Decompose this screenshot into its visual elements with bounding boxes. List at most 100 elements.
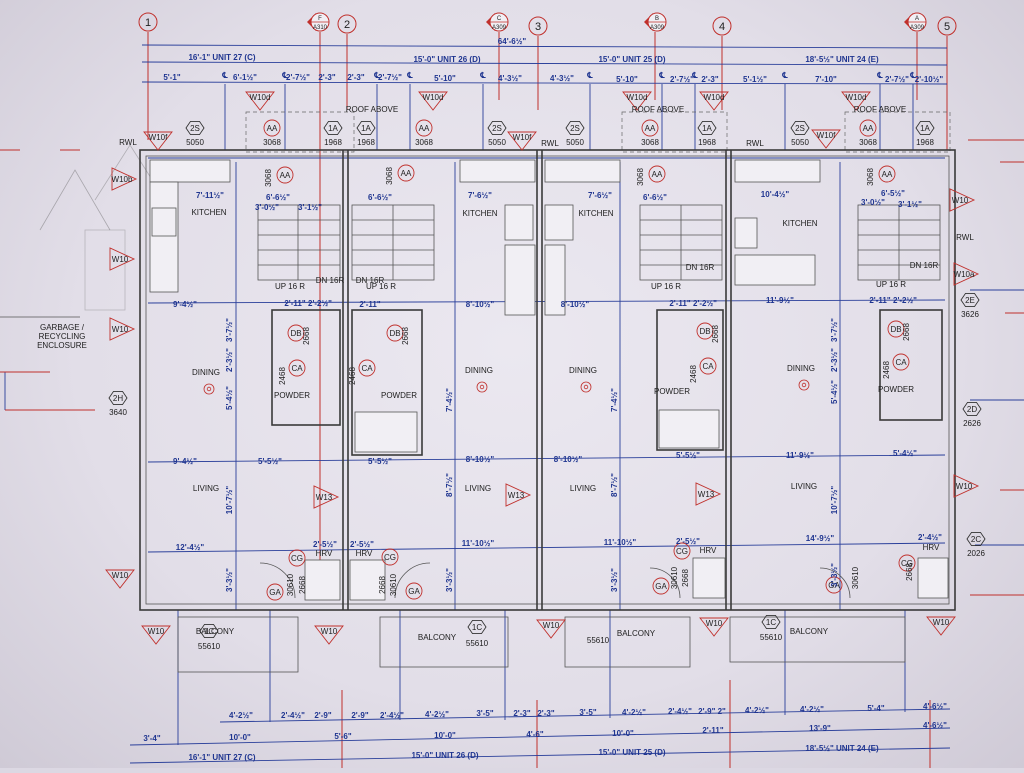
centerline-mark: ℄ bbox=[781, 71, 788, 80]
window-tag: W10 bbox=[953, 474, 980, 498]
room-label-powder: POWDER bbox=[274, 391, 310, 400]
window-tag-label: W10d bbox=[627, 93, 648, 102]
interior-dimension: 11'-10½" bbox=[604, 538, 637, 547]
window-tag: W10 bbox=[926, 616, 956, 636]
sub-dimension: 2'-11" bbox=[702, 726, 723, 735]
door-type-tag: DB bbox=[386, 324, 404, 342]
tag-code: AA bbox=[280, 171, 291, 180]
rain-water-leader-label: RWL bbox=[956, 233, 974, 242]
room-label-kitchen: KITCHEN bbox=[191, 208, 226, 217]
room-label-dining: DINING bbox=[465, 366, 493, 375]
interior-dimension: 10'-4½" bbox=[761, 190, 790, 199]
interior-dimension: 9'-4½" bbox=[173, 300, 197, 309]
garbage-enclosure-label: ENCLOSURE bbox=[37, 341, 87, 350]
room-label-living: LIVING bbox=[193, 484, 219, 493]
interior-dimension: 2'-11" bbox=[359, 300, 380, 309]
grid-bubble-label: 1 bbox=[145, 17, 151, 29]
interior-dimension: 5'-5½" bbox=[368, 457, 392, 466]
ceiling-light-icon bbox=[580, 381, 592, 393]
sub-dimension: 2'-9" bbox=[314, 711, 331, 720]
window-type-tag: 2S bbox=[790, 120, 810, 136]
tag-code: 2D bbox=[967, 405, 977, 414]
kitchen-counter bbox=[459, 159, 536, 183]
door-size: 3068 bbox=[264, 169, 273, 187]
tag-code: 1A bbox=[328, 124, 338, 133]
stair-up-label: UP 16 R bbox=[366, 282, 396, 291]
ceiling-light-icon bbox=[206, 386, 212, 392]
room-label-balcony: BALCONY bbox=[617, 629, 656, 638]
room-label-balcony: BALCONY bbox=[196, 627, 235, 636]
window-tag: W13 bbox=[695, 482, 722, 506]
tag-size: 1968 bbox=[698, 138, 716, 147]
door-size: 2668 bbox=[298, 576, 307, 594]
interior-dimension: 2'-11" bbox=[869, 296, 890, 305]
grid-bubble-label: 2 bbox=[344, 19, 350, 31]
door-size: 3068 bbox=[866, 168, 875, 186]
sub-dimension: 5'-10" bbox=[616, 75, 638, 84]
sub-dimension: 4'-2½" bbox=[425, 710, 449, 719]
grid-bubble-label: 4 bbox=[719, 21, 725, 33]
window-tag-label: W10b bbox=[112, 175, 133, 184]
interior-dimension: 8'-10½" bbox=[561, 300, 590, 309]
window-type-tag: 2C bbox=[966, 531, 986, 547]
section-sheet: A309 bbox=[492, 25, 507, 31]
sub-dimension: 4'-6" bbox=[526, 730, 543, 739]
door-type-tag: CA bbox=[699, 357, 717, 375]
sub-dimension: 5'-10" bbox=[434, 74, 456, 83]
door-type-tag: GA bbox=[266, 583, 284, 601]
interior-dimension: 8'-7½" bbox=[610, 473, 619, 497]
interior-dimension: 2'-3½" bbox=[225, 348, 234, 372]
unit-width-dimension: 16'-1" UNIT 27 (C) bbox=[188, 53, 255, 62]
unit-width-dimension: 18'-5½" UNIT 24 (E) bbox=[805, 55, 879, 64]
tag-code: CA bbox=[291, 364, 303, 373]
sub-dimension: 2'-7½" bbox=[670, 75, 694, 84]
door-type-tag: CG bbox=[381, 548, 399, 566]
interior-dimension: 3'-0½" bbox=[861, 198, 885, 207]
unit-width-dimension: 15'-0" UNIT 26 (D) bbox=[411, 751, 478, 760]
window-tag-label: W10 bbox=[112, 325, 129, 334]
interior-dimension: 2'-5½" bbox=[313, 540, 337, 549]
tag-code: AA bbox=[652, 170, 663, 179]
sub-dimension: 4'-2½" bbox=[800, 705, 824, 714]
tag-code: 2S bbox=[492, 124, 502, 133]
kitchen-island bbox=[504, 244, 536, 316]
window-tag-label: W13 bbox=[508, 491, 525, 500]
interior-dimension: 5'-5½" bbox=[258, 457, 282, 466]
sub-dimension: 7'-10" bbox=[815, 75, 837, 84]
hrv-label: HRV bbox=[923, 543, 940, 552]
tag-size: 1968 bbox=[357, 138, 375, 147]
interior-dimension: 7'-6½" bbox=[588, 191, 612, 200]
interior-dimension: 3'-7½" bbox=[225, 318, 234, 342]
window-tag-label: W10 bbox=[952, 196, 969, 205]
interior-dimension: 12'-4½" bbox=[176, 543, 205, 552]
door-size: 2668 bbox=[401, 327, 410, 345]
balconies bbox=[177, 616, 906, 673]
window-tag-label: W13 bbox=[698, 490, 715, 499]
window-tag: W10 bbox=[109, 317, 136, 341]
grid-bubble: 5 bbox=[937, 16, 957, 36]
tag-code: CA bbox=[895, 358, 907, 367]
window-tag-label: W10 bbox=[543, 621, 560, 630]
window-tag: W10 bbox=[949, 188, 976, 212]
kitchen-island bbox=[734, 254, 816, 286]
tag-code: 1C bbox=[204, 627, 214, 636]
kitchen-counter bbox=[149, 181, 179, 293]
interior-dimension: 10'-7½" bbox=[830, 486, 839, 515]
tag-size: 3068 bbox=[859, 138, 877, 147]
garbage-enclosure-label: RECYCLING bbox=[39, 332, 86, 341]
stove bbox=[151, 207, 177, 237]
window-tag: W10d bbox=[699, 91, 729, 111]
door-type-tag: CA bbox=[892, 353, 910, 371]
room-label-powder: POWDER bbox=[654, 387, 690, 396]
stair bbox=[351, 204, 435, 281]
door-size: 55610 bbox=[587, 636, 610, 645]
sub-dimension: 2'-3" bbox=[701, 75, 718, 84]
door-size: 55610 bbox=[198, 642, 221, 651]
window-tag-label: W10a bbox=[954, 270, 975, 279]
sub-dimension: 2'-9" bbox=[351, 711, 368, 720]
tag-code: AA bbox=[863, 124, 874, 133]
door-size: 3068 bbox=[385, 167, 394, 185]
